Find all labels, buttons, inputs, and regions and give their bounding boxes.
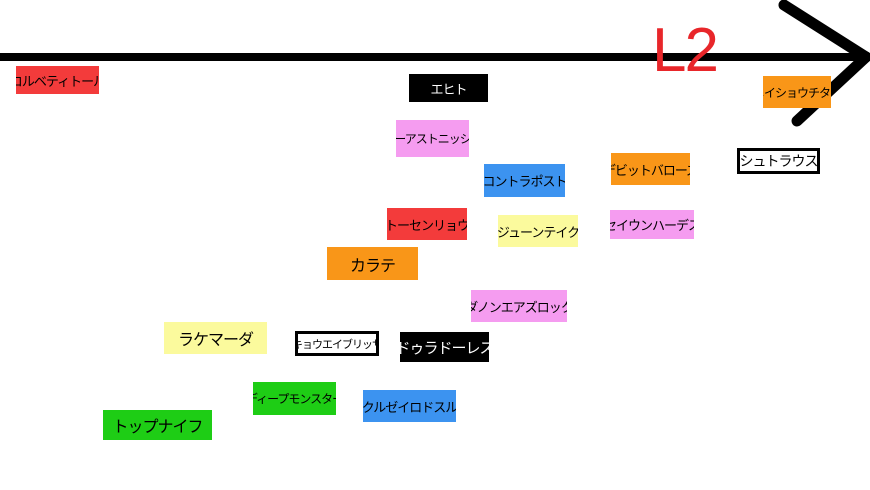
horse-tag-contra: コントラポスト: [484, 164, 565, 197]
horse-tag-koruveti: コルベティトール: [16, 66, 99, 94]
horse-tag-biast: ビーアストニッシド: [396, 120, 469, 157]
horse-tag-seiun: セイウンハーデス: [610, 210, 694, 239]
horse-tag-june: ジューンテイク: [498, 215, 578, 247]
axis-label: L2: [652, 16, 719, 85]
horse-tag-tosen: トーセンリョウ: [387, 208, 467, 240]
horse-tag-ehito: エヒト: [409, 74, 488, 102]
horse-tag-debit: デビットバローズ: [611, 153, 690, 185]
horse-tag-shutraus: シュトラウス: [737, 148, 820, 174]
horse-tag-danon: ダノンエアズロック: [471, 290, 567, 322]
arrowhead-upper: [778, 0, 870, 63]
horse-tag-deep: ディープモンスター: [253, 382, 336, 415]
horse-tag-top: トップナイフ: [103, 410, 212, 440]
horse-tag-karate: カラテ: [327, 247, 418, 280]
horse-tag-rake: ラケマーダ: [164, 322, 267, 354]
horse-tag-kurusei: クルゼイロドスル: [363, 390, 456, 422]
horse-tag-meisho: メイショウチタン: [763, 76, 831, 108]
horse-tag-kyoei: キョウエイブリッサ: [295, 331, 379, 356]
arrowhead-lower: [791, 51, 870, 127]
horse-tag-dura: ドゥラドーレス: [400, 332, 489, 362]
